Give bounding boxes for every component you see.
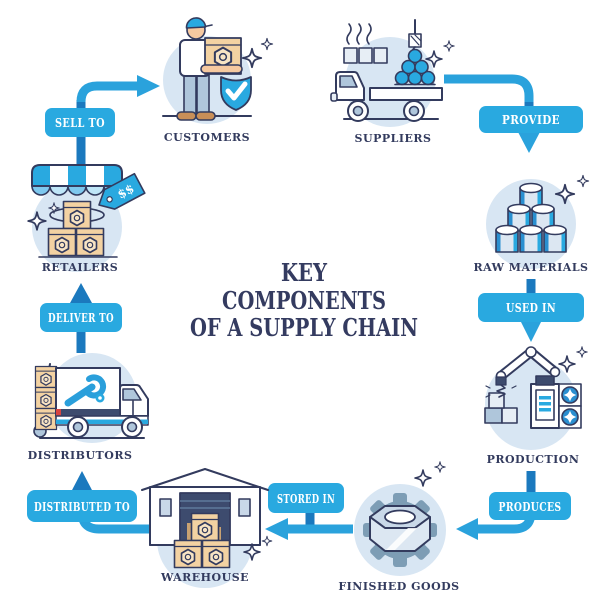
used-in-text: USED IN	[506, 300, 556, 315]
arrowhead-down-icon	[520, 320, 542, 342]
arrowhead-right-icon	[137, 75, 160, 97]
delivery-truck-icon	[33, 363, 149, 439]
robotic-arm-machine-icon	[484, 346, 582, 429]
sell-to-text: SELL TO	[55, 115, 105, 130]
suppliers-label: SUPPLIERS	[355, 132, 432, 145]
warehouse-building-icon	[141, 468, 269, 568]
production-label: PRODUCTION	[487, 453, 580, 466]
arrowhead-left-icon	[265, 518, 288, 540]
retailers-label: RETAILERS	[42, 261, 119, 274]
supplier-truck-crane-icon	[330, 19, 443, 122]
diagram-title: KEY COMPONENTS OF A SUPPLY CHAIN	[190, 258, 418, 342]
label-provide: PROVIDE	[479, 106, 583, 133]
label-stored-in: STORED IN	[268, 483, 344, 513]
title-line-3: OF A SUPPLY CHAIN	[190, 313, 418, 342]
finished-goods-label: FINISHED GOODS	[338, 580, 459, 593]
arrowhead-up-icon	[70, 283, 92, 303]
distributors-label: DISTRIBUTORS	[28, 449, 133, 462]
warehouse-label: WAREHOUSE	[160, 571, 249, 584]
label-distributed-to: DISTRIBUTED TO	[27, 490, 137, 522]
deliver-to-text: DELIVER TO	[48, 310, 114, 325]
title-line-1: KEY	[281, 258, 328, 287]
label-produces: PRODUCES	[489, 492, 571, 520]
node-labels: CUSTOMERS SUPPLIERS RAW MATERIALS PRODUC…	[28, 131, 589, 593]
label-sell-to: SELL TO	[45, 108, 115, 137]
customer-holding-box-icon	[162, 17, 252, 121]
title-line-2: COMPONENTS	[222, 286, 386, 315]
arrowhead-up-icon	[71, 471, 93, 492]
arrowhead-down-icon	[518, 132, 540, 153]
label-used-in: USED IN	[478, 293, 584, 322]
provide-text: PROVIDE	[502, 112, 560, 127]
produces-text: PRODUCES	[499, 499, 562, 514]
price-tag-text: $$	[115, 181, 136, 201]
arrowhead-left-icon	[456, 518, 478, 540]
connector-labels: SELL TO PROVIDE USED IN PRODUCES STORED …	[27, 106, 584, 522]
storefront-awning-icon: $$	[27, 164, 146, 258]
stored-in-text: STORED IN	[277, 491, 335, 506]
label-deliver-to: DELIVER TO	[40, 303, 122, 332]
distributed-to-text: DISTRIBUTED TO	[34, 499, 130, 514]
raw-materials-label: RAW MATERIALS	[474, 261, 589, 274]
customers-label: CUSTOMERS	[164, 131, 250, 144]
gear-nut-icon	[363, 493, 437, 567]
arrow-stored-in	[265, 512, 353, 540]
price-tag-icon: $$	[98, 172, 146, 210]
